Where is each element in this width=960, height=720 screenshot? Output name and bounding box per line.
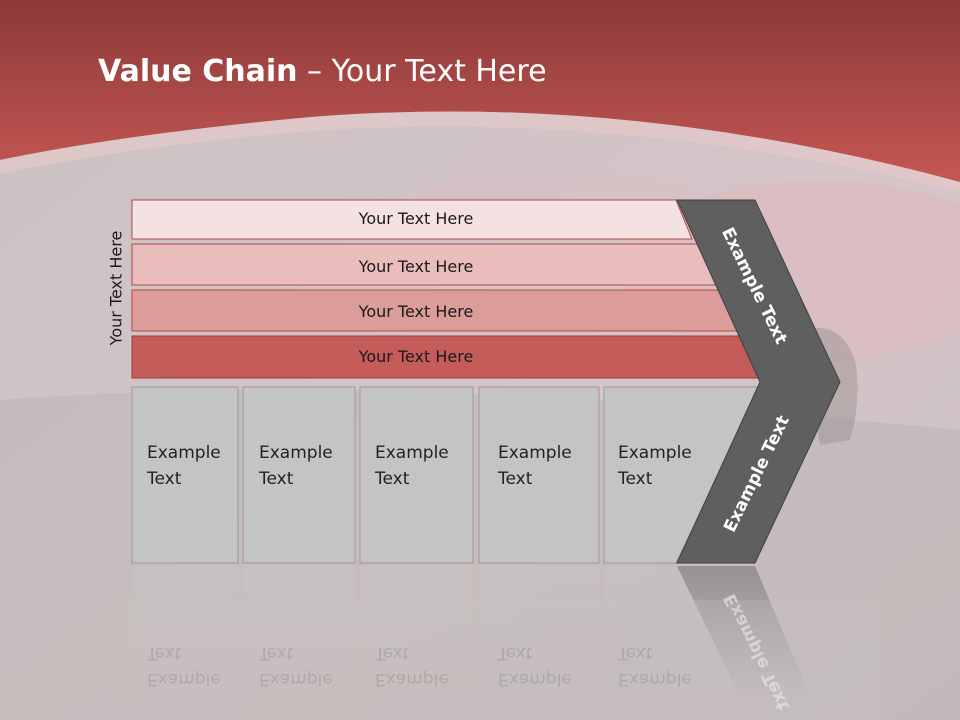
- reflection: Example Text Example Text Example Text E…: [120, 566, 880, 720]
- svg-text:Text: Text: [617, 643, 653, 663]
- svg-text:Example: Example: [147, 669, 221, 689]
- side-label: Your Text Here: [106, 230, 126, 346]
- primary-box-text: Example Text: [258, 443, 338, 489]
- support-row-label: Your Text Here: [358, 209, 474, 228]
- primary-box-text: Example Text: [617, 443, 697, 489]
- primary-box-text: Example Text: [374, 443, 454, 489]
- primary-box-2[interactable]: [242, 386, 356, 564]
- svg-text:Example: Example: [375, 669, 449, 689]
- margin-chevron[interactable]: [676, 199, 841, 564]
- primary-box-text: Example Text: [146, 443, 226, 489]
- svg-text:Example: Example: [259, 669, 333, 689]
- svg-text:Example: Example: [618, 669, 692, 689]
- primary-box-4[interactable]: [478, 386, 600, 564]
- support-activities: Your Text Here Your Text Here Your Text …: [131, 199, 765, 379]
- svg-text:Text: Text: [374, 643, 410, 663]
- page-title: Value Chain – Your Text Here: [98, 54, 547, 89]
- title-rest: – Your Text Here: [297, 54, 547, 89]
- support-row-label: Your Text Here: [358, 302, 474, 321]
- svg-text:Text: Text: [258, 643, 294, 663]
- svg-text:Text: Text: [497, 643, 533, 663]
- svg-text:Text: Text: [146, 643, 182, 663]
- primary-box-text: Example Text: [497, 443, 577, 489]
- header-band: [0, 0, 960, 182]
- svg-text:Example: Example: [498, 669, 572, 689]
- primary-box-1[interactable]: [131, 386, 239, 564]
- primary-activities: Example Text Example Text Example Text E…: [131, 386, 761, 564]
- title-bold: Value Chain: [98, 54, 298, 89]
- support-row-label: Your Text Here: [358, 347, 474, 366]
- header-arc-highlight: [0, 111, 960, 192]
- primary-box-5[interactable]: [603, 386, 761, 564]
- support-row-1[interactable]: [131, 199, 693, 240]
- primary-box-3[interactable]: [359, 386, 474, 564]
- support-row-label: Your Text Here: [358, 257, 474, 276]
